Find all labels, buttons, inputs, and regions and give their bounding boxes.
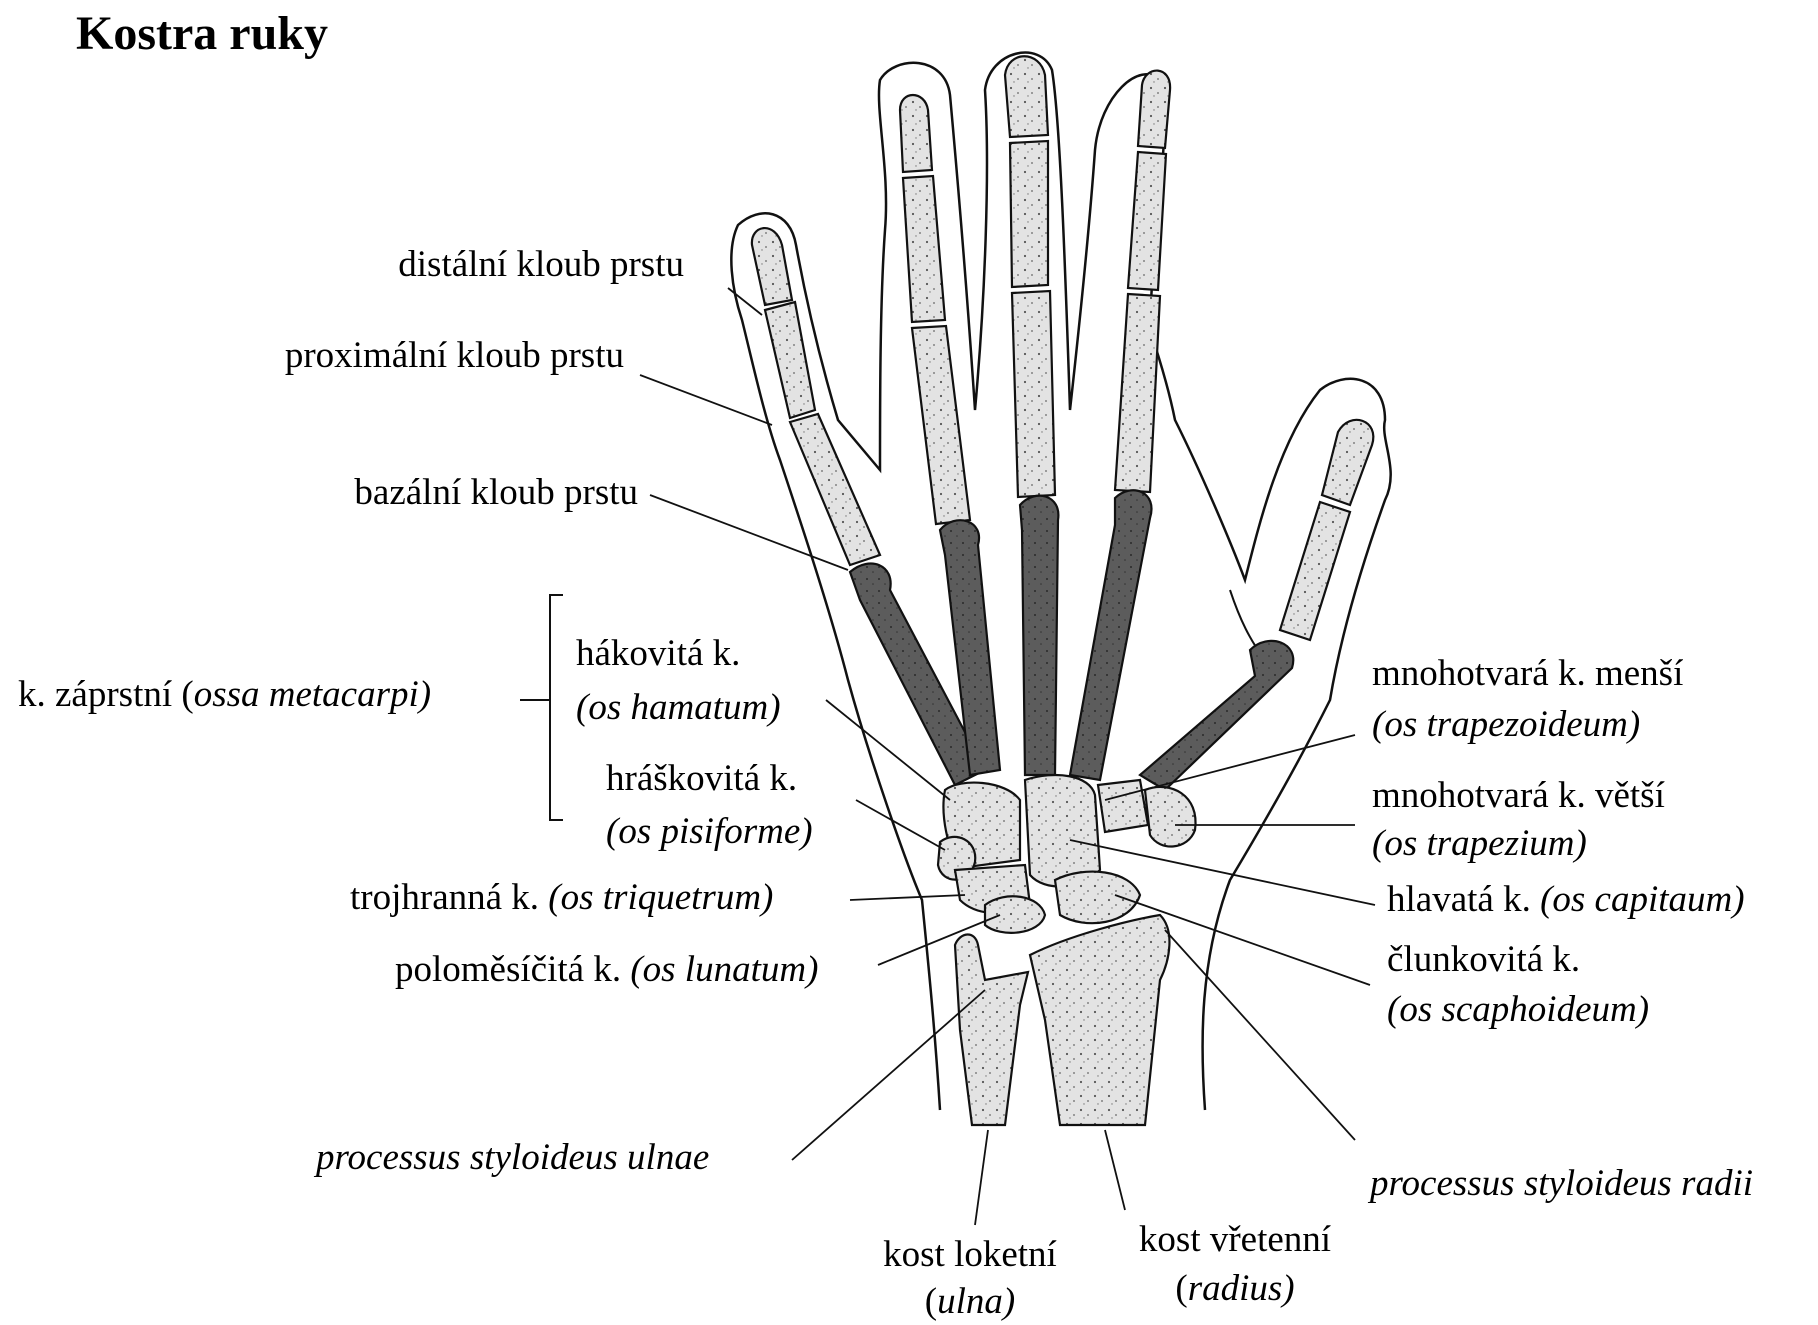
label-lunatum: poloměsíčitá k. (os lunatum) <box>395 948 818 992</box>
label-ulna-lat: (ulna) <box>855 1280 1085 1324</box>
label-basal-joint: bazální kloub prstu <box>354 471 638 515</box>
label-hamatum-cz: hákovitá k. <box>576 632 740 676</box>
label-capitatum: hlavatá k. (os capitaum) <box>1387 878 1745 922</box>
forearm-bones <box>955 915 1169 1125</box>
label-metacarpi-cz: k. záprstní ( <box>18 674 194 715</box>
label-distal-joint: distální kloub prstu <box>398 243 684 287</box>
lunatum-bone <box>985 896 1045 933</box>
thumb-proximal-phalanx <box>1280 502 1350 640</box>
trapezium-bone <box>1145 787 1196 847</box>
label-scaphoideum-cz: člunkovitá k. <box>1387 938 1580 982</box>
little-distal-phalanx <box>752 228 792 305</box>
ring-middle-phalanx <box>903 176 945 322</box>
label-styloid-ulnae: processus styloideus ulnae <box>316 1136 709 1180</box>
label-ulna-cz: kost loketní <box>855 1233 1085 1277</box>
middle-middle-phalanx <box>1010 141 1048 287</box>
middle-distal-phalanx <box>1005 56 1048 137</box>
metacarpal-3 <box>1020 496 1058 775</box>
label-metacarpi: k. záprstní (ossa metacarpi) <box>18 673 431 717</box>
label-pisiforme-lat: (os pisiforme) <box>606 810 813 854</box>
label-trapezoideum-lat: (os trapezoideum) <box>1372 703 1640 747</box>
page-title: Kostra ruky <box>76 4 328 64</box>
trapezoideum-bone <box>1098 780 1148 832</box>
capitatum-bone <box>1025 775 1100 886</box>
label-trapezoideum-cz: mnohotvará k. menší <box>1372 652 1683 696</box>
label-radius-cz: kost vřetenní <box>1110 1218 1360 1262</box>
scaphoideum-bone <box>1055 872 1140 924</box>
ring-proximal-phalanx <box>912 326 970 524</box>
label-trapezium-lat: (os trapezium) <box>1372 822 1587 866</box>
label-radius-lat: (radius) <box>1110 1267 1360 1311</box>
index-distal-phalanx <box>1138 71 1170 148</box>
index-proximal-phalanx <box>1115 294 1160 492</box>
label-hamatum-lat: (os hamatum) <box>576 686 781 730</box>
label-metacarpi-lat: ossa metacarpi) <box>194 674 431 715</box>
metacarpal-1 <box>1140 641 1293 790</box>
radius-bone <box>1030 915 1169 1125</box>
phalanges <box>752 56 1373 640</box>
little-proximal-phalanx <box>790 414 880 565</box>
label-pisiforme-cz: hráškovitá k. <box>606 757 797 801</box>
label-styloid-radii: processus styloideus radii <box>1370 1162 1753 1206</box>
label-proximal-joint: proximální kloub prstu <box>285 334 624 378</box>
label-scaphoideum-lat: (os scaphoideum) <box>1387 988 1649 1032</box>
label-triquetrum: trojhranná k. (os triquetrum) <box>350 876 773 920</box>
metacarpi-bracket <box>520 595 563 820</box>
little-middle-phalanx <box>765 302 815 418</box>
ring-distal-phalanx <box>900 95 932 172</box>
ulna-bone <box>955 934 1028 1125</box>
middle-proximal-phalanx <box>1012 291 1055 497</box>
label-trapezium-cz: mnohotvará k. větší <box>1372 774 1665 818</box>
index-middle-phalanx <box>1128 152 1166 290</box>
thumb-distal-phalanx <box>1322 420 1373 505</box>
metacarpal-2 <box>1070 490 1151 780</box>
